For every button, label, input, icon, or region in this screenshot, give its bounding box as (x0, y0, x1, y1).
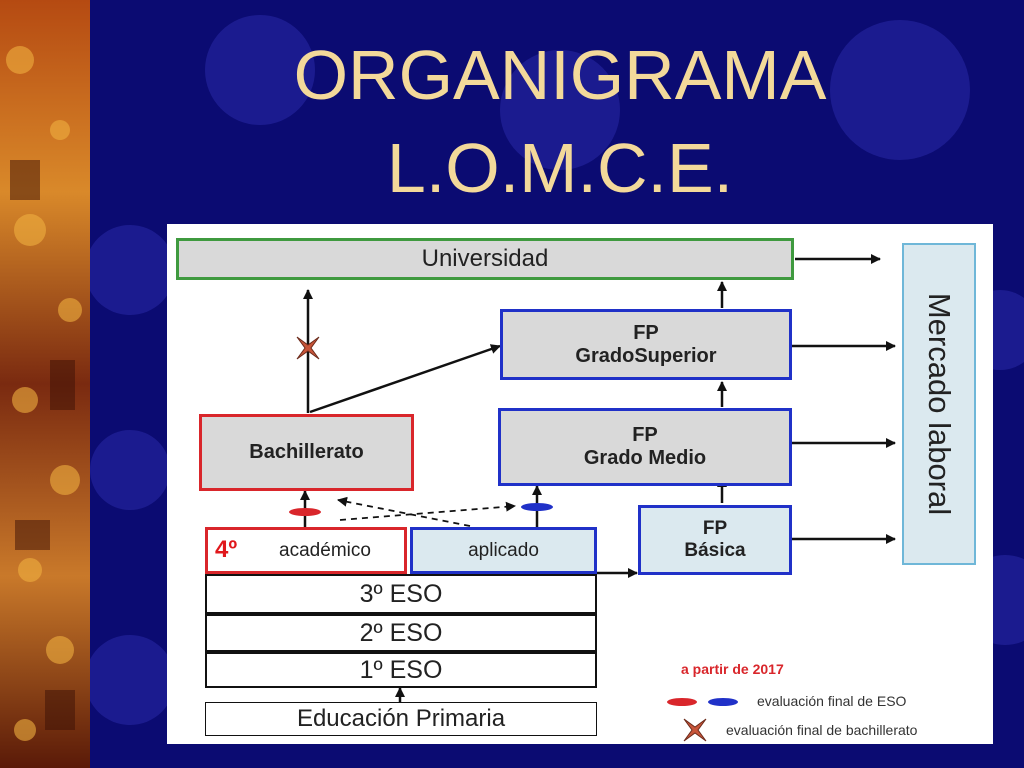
slide-title-line2: L.O.M.C.E. (386, 129, 734, 207)
legend-eso-eval: evaluación final de ESO (757, 693, 907, 709)
fp-superior-line2: GradoSuperior (575, 344, 717, 367)
node-primaria-label: Educación Primaria (296, 705, 506, 732)
node-bachillerato-label: Bachillerato (249, 441, 364, 463)
fp-superior-line1: FP (633, 321, 659, 344)
legend-heading: a partir de 2017 (681, 661, 784, 677)
fp-medio-line1: FP (632, 424, 658, 446)
node-eso3: 3º ESO (205, 574, 597, 614)
dashed-aplicado-bachillerato (337, 496, 471, 527)
bach-eval-star-icon (296, 336, 320, 360)
arrow-bachillerato-fpsuperior (309, 344, 501, 414)
node-fp-basica: FP Básica (638, 505, 792, 575)
slide-title-line1: ORGANIGRAMA (293, 36, 827, 114)
node-eso1: 1º ESO (205, 652, 597, 688)
node-eso3-label: 3º ESO (359, 579, 443, 608)
node-4-academico: académico (205, 527, 407, 574)
legend-marker-red (667, 698, 697, 706)
node-mercado-laboral-label: Mercado laboral (922, 292, 958, 516)
dashed-academico-fpmedio (339, 501, 516, 521)
node-eso2: 2º ESO (205, 614, 597, 652)
legend-marker-blue (708, 698, 738, 706)
node-universidad-label: Universidad (421, 245, 549, 272)
fp-medio-line2: Grado Medio (583, 447, 707, 469)
node-eso1-label: 1º ESO (359, 655, 443, 684)
node-aplicado: aplicado (410, 527, 597, 574)
node-eso2-label: 2º ESO (359, 618, 443, 647)
legend-bach-eval: evaluación final de bachillerato (726, 722, 918, 738)
node-universidad: Universidad (176, 238, 794, 280)
eso-eval-marker-blue (521, 503, 553, 511)
node-mercado-laboral: Mercado laboral (902, 243, 976, 565)
legend-star-icon (683, 718, 707, 742)
node-aplicado-label: aplicado (468, 539, 539, 561)
decorative-image-strip (0, 0, 90, 768)
fp-basica-line2: Básica (684, 540, 746, 561)
node-bachillerato: Bachillerato (199, 414, 414, 491)
eso-eval-marker-red (289, 508, 321, 516)
node-fp-grado-medio: FP Grado Medio (498, 408, 792, 486)
node-academico-label: académico (279, 539, 371, 561)
cuarto-curso-label: 4º (215, 536, 238, 563)
fp-basica-line1: FP (702, 518, 728, 540)
node-educacion-primaria: Educación Primaria (205, 702, 597, 736)
node-fp-grado-superior: FP GradoSuperior (500, 309, 792, 380)
